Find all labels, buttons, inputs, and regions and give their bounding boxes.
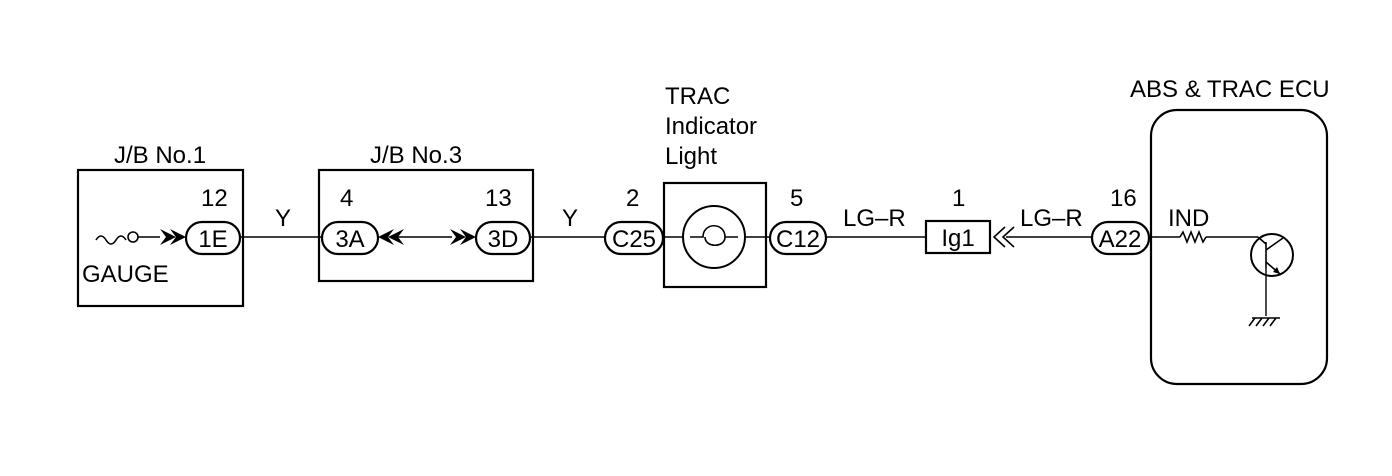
connector-arrow-icon [170,229,186,245]
connector-1e-label: 1E [198,226,227,253]
connector-c12-label: C12 [776,226,820,253]
ecu-pin: 16 [1110,185,1137,212]
connector-arrow-icon [450,229,466,245]
connector-3d-label: 3D [488,226,519,253]
connector-c25-label: C25 [612,226,656,253]
jb3-title: J/B No.3 [370,142,462,169]
gauge-label: GAUGE [82,261,169,288]
jb3-box [317,168,535,283]
wire-color-lg-r-2: LG–R [1020,205,1083,232]
ecu-title: ABS & TRAC ECU [1130,76,1330,103]
ecu-box [1149,108,1329,386]
trac-light-box [662,181,768,289]
connector-c12 [768,220,828,256]
connector-arrow-icon [378,229,394,245]
resistor-icon [1179,229,1207,245]
wire-color-y-1: Y [275,205,291,232]
connector-arrow-icon [388,229,404,245]
ig1-label: Ig1 [941,225,974,252]
jb1-pin-number: 12 [201,185,228,212]
transistor-icon [1250,233,1294,277]
jb1-title: J/B No.1 [114,142,206,169]
connector-3a [320,220,380,256]
ig1-pin: 1 [952,185,965,212]
fuse-icon [95,231,160,245]
connector-arrow-icon [160,229,176,245]
connector-3a-label: 3A [335,226,364,253]
connector-3d [474,220,532,256]
connector-1e [184,220,242,256]
trac-light-title-2: Indicator [665,113,757,140]
trac-pin-left: 2 [626,185,639,212]
trac-pin-right: 5 [790,185,803,212]
wire-color-y-2: Y [562,205,578,232]
trac-light-title-1: TRAC [665,83,730,110]
jb3-pin-right: 13 [485,185,512,212]
chevron-left-icon [992,226,1015,248]
ig1-box [924,219,992,255]
jb3-pin-left: 4 [340,185,353,212]
connector-a22-label: A22 [1099,226,1142,253]
jb1-box [76,168,245,308]
connector-arrow-icon [460,229,476,245]
trac-light-title-3: Light [665,143,717,170]
lamp-bulb-icon [682,205,746,269]
connector-a22 [1090,220,1151,256]
wire-color-lg-r-1: LG–R [843,205,906,232]
ground-icon [1248,317,1280,327]
ecu-signal-label: IND [1168,205,1209,232]
